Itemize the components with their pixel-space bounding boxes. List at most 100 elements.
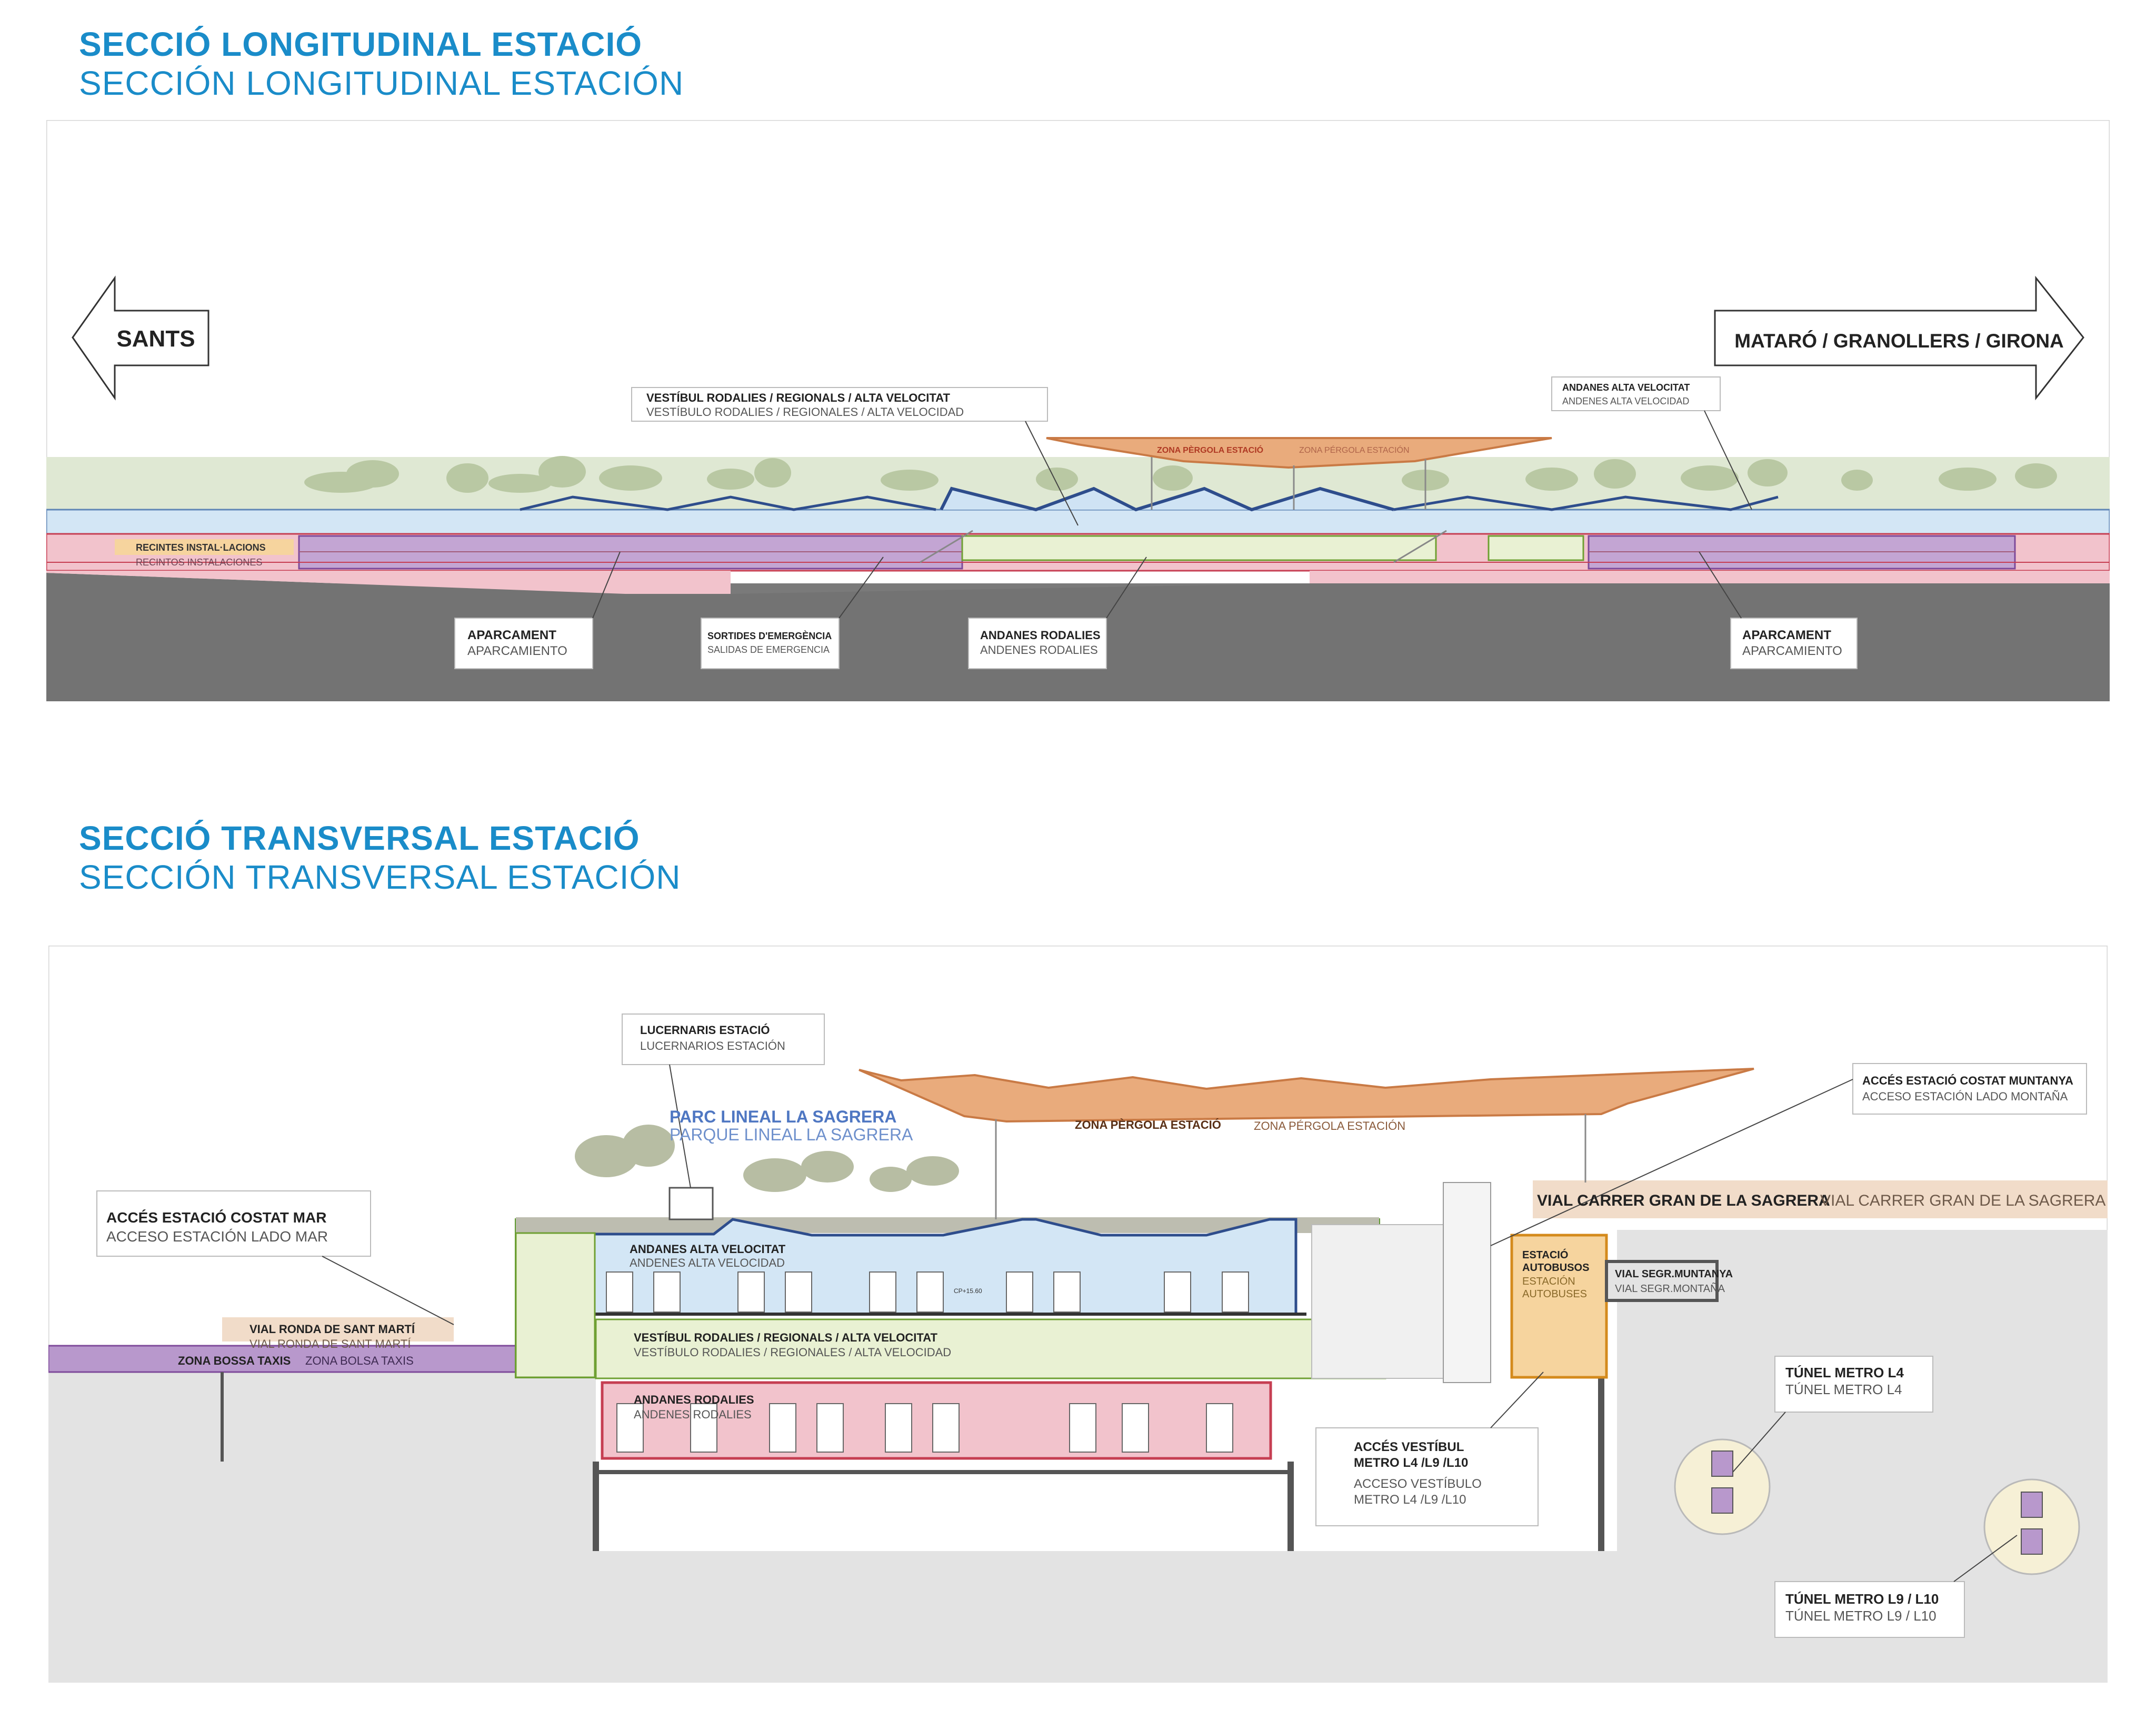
vertical-core-right — [1311, 1224, 1449, 1379]
longitudinal-title-ca: SECCIÓ LONGITUDINAL ESTACIÓ — [79, 25, 642, 63]
trees — [304, 456, 2057, 493]
label-acces-muntanya-es: ACCESO ESTACIÓN LADO MONTAÑA — [1862, 1090, 2068, 1103]
high-speed-level — [46, 509, 2110, 535]
access-tower — [1443, 1182, 1491, 1383]
label-pergola-ca: ZONA PÈRGOLA ESTACIÓ — [1075, 1118, 1221, 1131]
pergola-roof — [859, 1068, 1754, 1123]
label-andanes-rod-es: ANDENES RODALIES — [980, 643, 1098, 657]
arrow-right-destinations: MATARÓ / GRANOLLERS / GIRONA — [1714, 275, 2084, 401]
label-tunel-l4-es: TÚNEL METRO L4 — [1785, 1382, 1902, 1397]
label-andanes-rod-ca: ANDANES RODALIES — [980, 629, 1101, 642]
arrow-left-label: SANTS — [116, 326, 195, 352]
label-bus-es-1: ESTACIÓN — [1522, 1275, 1575, 1287]
label-tunel-l4-ca: TÚNEL METRO L4 — [1785, 1365, 1904, 1380]
foundations — [221, 1372, 1604, 1551]
label-tunel-l9-es: TÚNEL METRO L9 / L10 — [1785, 1608, 1937, 1624]
label-acces-muntanya: ACCÉS ESTACIÓ COSTAT MUNTANYA ACCESO EST… — [1490, 1063, 2087, 1246]
pergola-columns — [995, 1114, 1586, 1219]
soil-bottom — [596, 1551, 1617, 1683]
label-vial-ronda-es: VIAL RONDA DE SANT MARTÍ — [249, 1337, 411, 1350]
taxi-zone — [48, 1345, 581, 1373]
label-vestibul-es: VESTÍBULO RODALIES / REGIONALES / ALTA V… — [646, 405, 964, 419]
label-bus-es-2: AUTOBUSES — [1522, 1288, 1587, 1300]
installations-zone — [115, 539, 294, 555]
label-parc-es: PARQUE LINEAL LA SAGRERA — [670, 1125, 913, 1144]
arrow-right-label: MATARÓ / GRANOLLERS / GIRONA — [1734, 330, 2064, 352]
label-lucernaris-es: LUCERNARIOS ESTACIÓN — [640, 1039, 785, 1052]
label-acces-mar: ACCÉS ESTACIÓ COSTAT MAR ACCESO ESTACIÓN… — [96, 1190, 454, 1325]
label-andanes-av-es: ANDENES ALTA VELOCIDAD — [630, 1256, 785, 1269]
label-acces-metro-es-2: METRO L4 /L9 /L10 — [1354, 1493, 1466, 1507]
label-vestibul-ca: VESTÍBUL RODALIES / REGIONALS / ALTA VEL… — [634, 1331, 937, 1344]
label-vial-segr-ca: VIAL SEGR.MUNTANYA — [1615, 1268, 1733, 1280]
structure-lines — [46, 551, 2110, 563]
vestibule-zone — [961, 535, 1437, 561]
vial-segr-muntanya-tunnel — [1605, 1260, 1719, 1302]
label-andanes-av-ca: ANDANES ALTA VELOCITAT — [630, 1243, 786, 1256]
transversal-section-diagram: CP+15.60 — [48, 946, 2108, 1683]
transversal-title: SECCIÓ TRANSVERSAL ESTACIÓ SECCIÓN TRANS… — [79, 819, 681, 897]
arrow-left-sants: SANTS — [72, 275, 209, 401]
label-bus-ca-2: AUTOBUSOS — [1522, 1262, 1589, 1274]
vial-ronda-road — [222, 1317, 454, 1342]
label-acces-metro-ca-2: METRO L4 /L9 /L10 — [1354, 1456, 1468, 1470]
rodalies-lower-right — [1310, 571, 2110, 583]
trains-lower — [616, 1403, 1233, 1453]
label-recintes-ca: RECINTES INSTAL·LACIONS — [136, 542, 266, 553]
label-vestibul: VESTÍBUL RODALIES / REGIONALS / ALTA VEL… — [631, 387, 1079, 526]
label-acces-mar-ca: ACCÉS ESTACIÓ COSTAT MAR — [106, 1209, 326, 1226]
label-aparcament-left-es: APARCAMIENTO — [467, 644, 567, 658]
label-pergola-ca: ZONA PÈRGOLA ESTACIÓ — [1157, 445, 1263, 455]
label-vial-ronda-ca: VIAL RONDA DE SANT MARTÍ — [249, 1323, 415, 1336]
roof-trees — [575, 1125, 959, 1192]
label-aparcament-right-ca: APARCAMENT — [1742, 628, 1831, 642]
escalators — [920, 530, 1447, 563]
label-aparcament-right-es: APARCAMIENTO — [1742, 644, 1842, 658]
transversal-title-es: SECCIÓN TRANSVERSAL ESTACIÓN — [79, 858, 681, 896]
label-recintes-es: RECINTOS INSTALACIONES — [136, 557, 262, 568]
label-lucernaris: LUCERNARIS ESTACIÓ LUCERNARIOS ESTACIÓN — [622, 1013, 825, 1188]
label-aparcament-left-ca: APARCAMENT — [467, 628, 556, 642]
label-andanes-rod-es: ANDENES RODALIES — [634, 1408, 752, 1421]
label-bus-ca-1: ESTACIÓ — [1522, 1248, 1568, 1261]
label-vestibul-ca: VESTÍBUL RODALIES / REGIONALS / ALTA VEL… — [646, 391, 950, 404]
trains-upper — [606, 1271, 1249, 1313]
label-vial-gran-ca: VIAL CARRER GRAN DE LA SAGRERA — [1537, 1192, 1830, 1209]
vertical-core-left — [515, 1232, 596, 1378]
bus-station — [1510, 1234, 1608, 1379]
pergola-columns — [1151, 457, 1426, 510]
vial-carrer-gran-road — [1533, 1180, 2108, 1218]
label-acces-mar-es: ACCESO ESTACIÓN LADO MAR — [106, 1228, 328, 1245]
label-andanes-rodalies: ANDANES RODALIES ANDENES RODALIES — [968, 557, 1147, 669]
metro-l4-tunnel — [1674, 1438, 1771, 1535]
label-parc-ca: PARC LINEAL LA SAGRERA — [670, 1107, 896, 1126]
label-lucernaris-ca: LUCERNARIS ESTACIÓ — [640, 1024, 770, 1037]
roof-right — [1393, 495, 1779, 511]
label-tunel-l9: TÚNEL METRO L9 / L10 TÚNEL METRO L9 / L1… — [1774, 1535, 2018, 1638]
label-vestibul-es: VESTÍBULO RODALIES / REGIONALES / ALTA V… — [634, 1346, 951, 1359]
label-vial-gran-es: VIAL CARRER GRAN DE LA SAGRERA — [1820, 1192, 2105, 1209]
label-acces-muntanya-ca: ACCÉS ESTACIÓ COSTAT MUNTANYA — [1862, 1074, 2073, 1087]
level-mark: CP+15.60 — [954, 1287, 982, 1295]
pergola-roof — [1046, 437, 1552, 469]
label-acces-metro-ca-1: ACCÉS VESTÍBUL — [1354, 1439, 1464, 1454]
rodalies-lower-left — [46, 571, 731, 594]
label-sortides: SORTIDES D'EMERGÈNCIA SALIDAS DE EMERGEN… — [701, 557, 884, 669]
label-andanes-av: ANDANES ALTA VELOCITAT ANDENES ALTA VELO… — [1551, 376, 1752, 510]
label-vial-segr-es: VIAL SEGR.MONTAÑA — [1615, 1282, 1725, 1295]
longitudinal-title-es: SECCIÓN LONGITUDINAL ESTACIÓN — [79, 64, 684, 102]
label-andanes-av-es: ANDENES ALTA VELOCIDAD — [1562, 396, 1689, 406]
metro-l9-tunnel — [1983, 1478, 2080, 1575]
roof-left — [520, 495, 936, 511]
label-aparcament-left: APARCAMENT APARCAMIENTO — [454, 551, 621, 669]
label-sortides-ca: SORTIDES D'EMERGÈNCIA — [707, 630, 832, 641]
label-andanes-av-ca: ANDANES ALTA VELOCITAT — [1562, 382, 1690, 393]
label-acces-metro-es-1: ACCESO VESTÍBULO — [1354, 1477, 1482, 1491]
label-sortides-es: SALIDAS DE EMERGENCIA — [707, 644, 830, 655]
label-tunel-l4: TÚNEL METRO L4 TÚNEL METRO L4 — [1732, 1356, 1933, 1473]
label-bossa-ca: ZONA BOSSA TAXIS — [178, 1354, 291, 1367]
longitudinal-title: SECCIÓ LONGITUDINAL ESTACIÓ SECCIÓN LONG… — [79, 25, 684, 103]
transversal-title-ca: SECCIÓ TRANSVERSAL ESTACIÓ — [79, 819, 640, 857]
label-aparcament-right: APARCAMENT APARCAMIENTO — [1699, 551, 1858, 669]
longitudinal-section-diagram: SANTS MATARÓ / GRANOLLERS / GIRONA VESTÍ… — [46, 120, 2110, 701]
